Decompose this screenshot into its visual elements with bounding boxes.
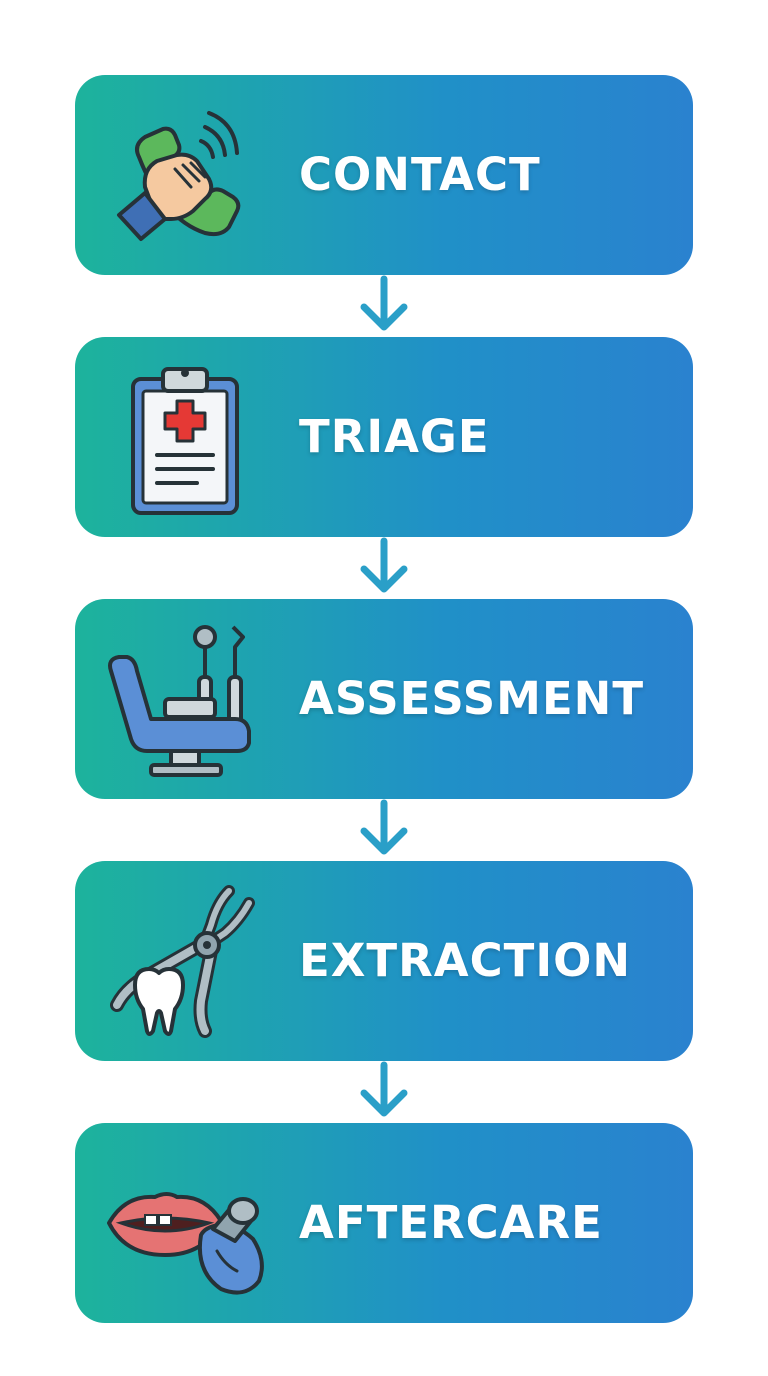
down-arrow-icon bbox=[356, 537, 412, 599]
down-arrow-icon bbox=[356, 275, 412, 337]
step-aftercare: AFTERCARE bbox=[75, 1123, 693, 1323]
step-label: CONTACT bbox=[299, 148, 541, 201]
step-extraction: EXTRACTION bbox=[75, 861, 693, 1061]
down-arrow-icon bbox=[356, 1061, 412, 1123]
step-label: EXTRACTION bbox=[299, 934, 631, 987]
step-label: AFTERCARE bbox=[299, 1196, 603, 1249]
mouth-ice-pack-icon bbox=[105, 1143, 265, 1303]
step-assessment: ASSESSMENT bbox=[75, 599, 693, 799]
step-label: TRIAGE bbox=[299, 410, 490, 463]
step-contact: CONTACT bbox=[75, 75, 693, 275]
dental-chair-icon bbox=[105, 619, 265, 779]
tooth-forceps-icon bbox=[105, 881, 265, 1041]
phone-hand-icon bbox=[105, 95, 265, 255]
clipboard-medical-icon bbox=[105, 357, 265, 517]
step-triage: TRIAGE bbox=[75, 337, 693, 537]
step-label: ASSESSMENT bbox=[299, 672, 645, 725]
down-arrow-icon bbox=[356, 799, 412, 861]
